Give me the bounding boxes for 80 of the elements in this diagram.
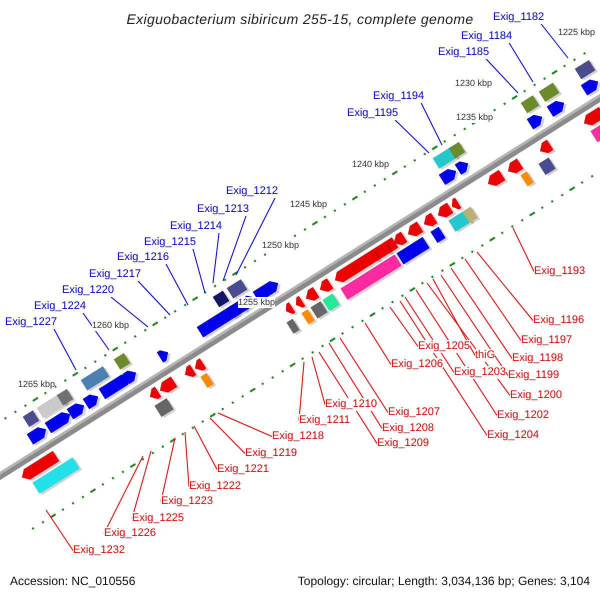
leader-line [464, 258, 522, 341]
gene-label: Exig_1218 [272, 430, 324, 443]
leader-line [210, 418, 246, 454]
gene-label: Exig_1214 [170, 220, 222, 233]
gene-label: Exig_1202 [497, 409, 549, 422]
gene-label: Exig_1207 [388, 406, 440, 419]
gene-label: Exig_1195 [347, 107, 398, 120]
leader-line [476, 252, 534, 321]
leader-line [486, 58, 518, 94]
leader-line [184, 432, 190, 487]
leader-line [312, 356, 326, 405]
gene-label: Exig_1206 [391, 358, 443, 371]
gene-label: thiG [475, 349, 496, 362]
scale-label: 1265 kbp [18, 379, 56, 390]
leader-line [212, 232, 220, 284]
scale-label: 1225 kbp [558, 27, 596, 38]
gene-label: Exig_1205 [418, 340, 470, 353]
gene-label: Exig_1224 [34, 300, 86, 313]
gene-label: Exig_1223 [161, 495, 213, 508]
leader-line [440, 274, 508, 376]
leader-line [54, 328, 76, 370]
gene-label: Exig_1194 [373, 90, 424, 103]
leader-line [166, 264, 188, 306]
scale-label: 1260 kbp [92, 320, 130, 331]
accession-text: Accession: NC_010556 [10, 574, 136, 588]
gene-label: Exig_1196 [533, 314, 584, 327]
gene-label: Exig_1213 [197, 203, 249, 216]
gene-label: Exig_1197 [521, 334, 572, 347]
leader-line [218, 412, 272, 437]
leader-line [508, 42, 534, 82]
leader-line [194, 426, 218, 470]
leader-line [46, 510, 74, 551]
leader-line [340, 338, 388, 413]
leader-line [432, 278, 476, 356]
gene-label: Exig_1211 [299, 414, 350, 427]
gene-label: Exig_1215 [144, 236, 196, 249]
leader-line [236, 198, 276, 276]
gene-label: Exig_1200 [510, 389, 562, 402]
leader-line [222, 216, 246, 282]
scale-label: 1255 kbp [238, 297, 276, 308]
leader-line [512, 228, 534, 272]
gene-label: Exig_1199 [508, 369, 560, 382]
leader-line [390, 306, 418, 347]
gene-label: Exig_1212 [226, 185, 278, 198]
genome-info-text: Topology: circular; Length: 3,034,136 bp; Genes: 3,104 [298, 574, 590, 588]
scale-label: 1230 kbp [455, 78, 492, 89]
gene-label: Exig_1209 [377, 437, 429, 450]
leader-line [394, 120, 430, 154]
leader-line [192, 248, 206, 294]
gene-label: Exig_1220 [62, 284, 114, 297]
gene-label: Exig_1204 [487, 429, 539, 442]
leader-line [450, 268, 512, 359]
leader-line [420, 102, 442, 146]
gene-label: Exig_1182 [493, 11, 544, 24]
scale-label: 1235 kbp [456, 112, 494, 123]
gene-label: Exig_1219 [245, 447, 297, 460]
leader-line [540, 24, 568, 58]
scale-label: 1245 kbp [290, 199, 328, 210]
gene-label: Exig_1226 [104, 527, 156, 540]
gene-label: Exig_1198 [512, 352, 564, 365]
gene-label: Exig_1217 [89, 268, 141, 281]
gene-label: Exig_1184 [461, 30, 512, 43]
title: Exiguobacterium sibiricum 255-15, complete genome [125, 10, 475, 29]
gene-label: Exig_1185 [438, 46, 490, 59]
scale-label: 1240 kbp [352, 159, 390, 170]
gene-label: Exig_1227 [5, 316, 57, 329]
gene-label: Exig_1222 [189, 480, 241, 493]
gene-label: Exig_1232 [73, 544, 125, 557]
scale-label: 1250 kbp [262, 240, 300, 251]
gene-label: Exig_1203 [454, 366, 506, 379]
leader-line [364, 322, 392, 365]
gene-label: Exig_1210 [325, 398, 377, 411]
gene-label: Exig_1225 [132, 512, 184, 525]
leader-line [82, 312, 110, 350]
gene-label: Exig_1193 [534, 265, 586, 278]
gene-label: Exig_1216 [117, 251, 169, 264]
gene-label: Exig_1221 [217, 463, 269, 476]
leader-line [110, 296, 148, 328]
leader-line [138, 280, 170, 316]
gene-label: Exig_1208 [382, 422, 434, 435]
